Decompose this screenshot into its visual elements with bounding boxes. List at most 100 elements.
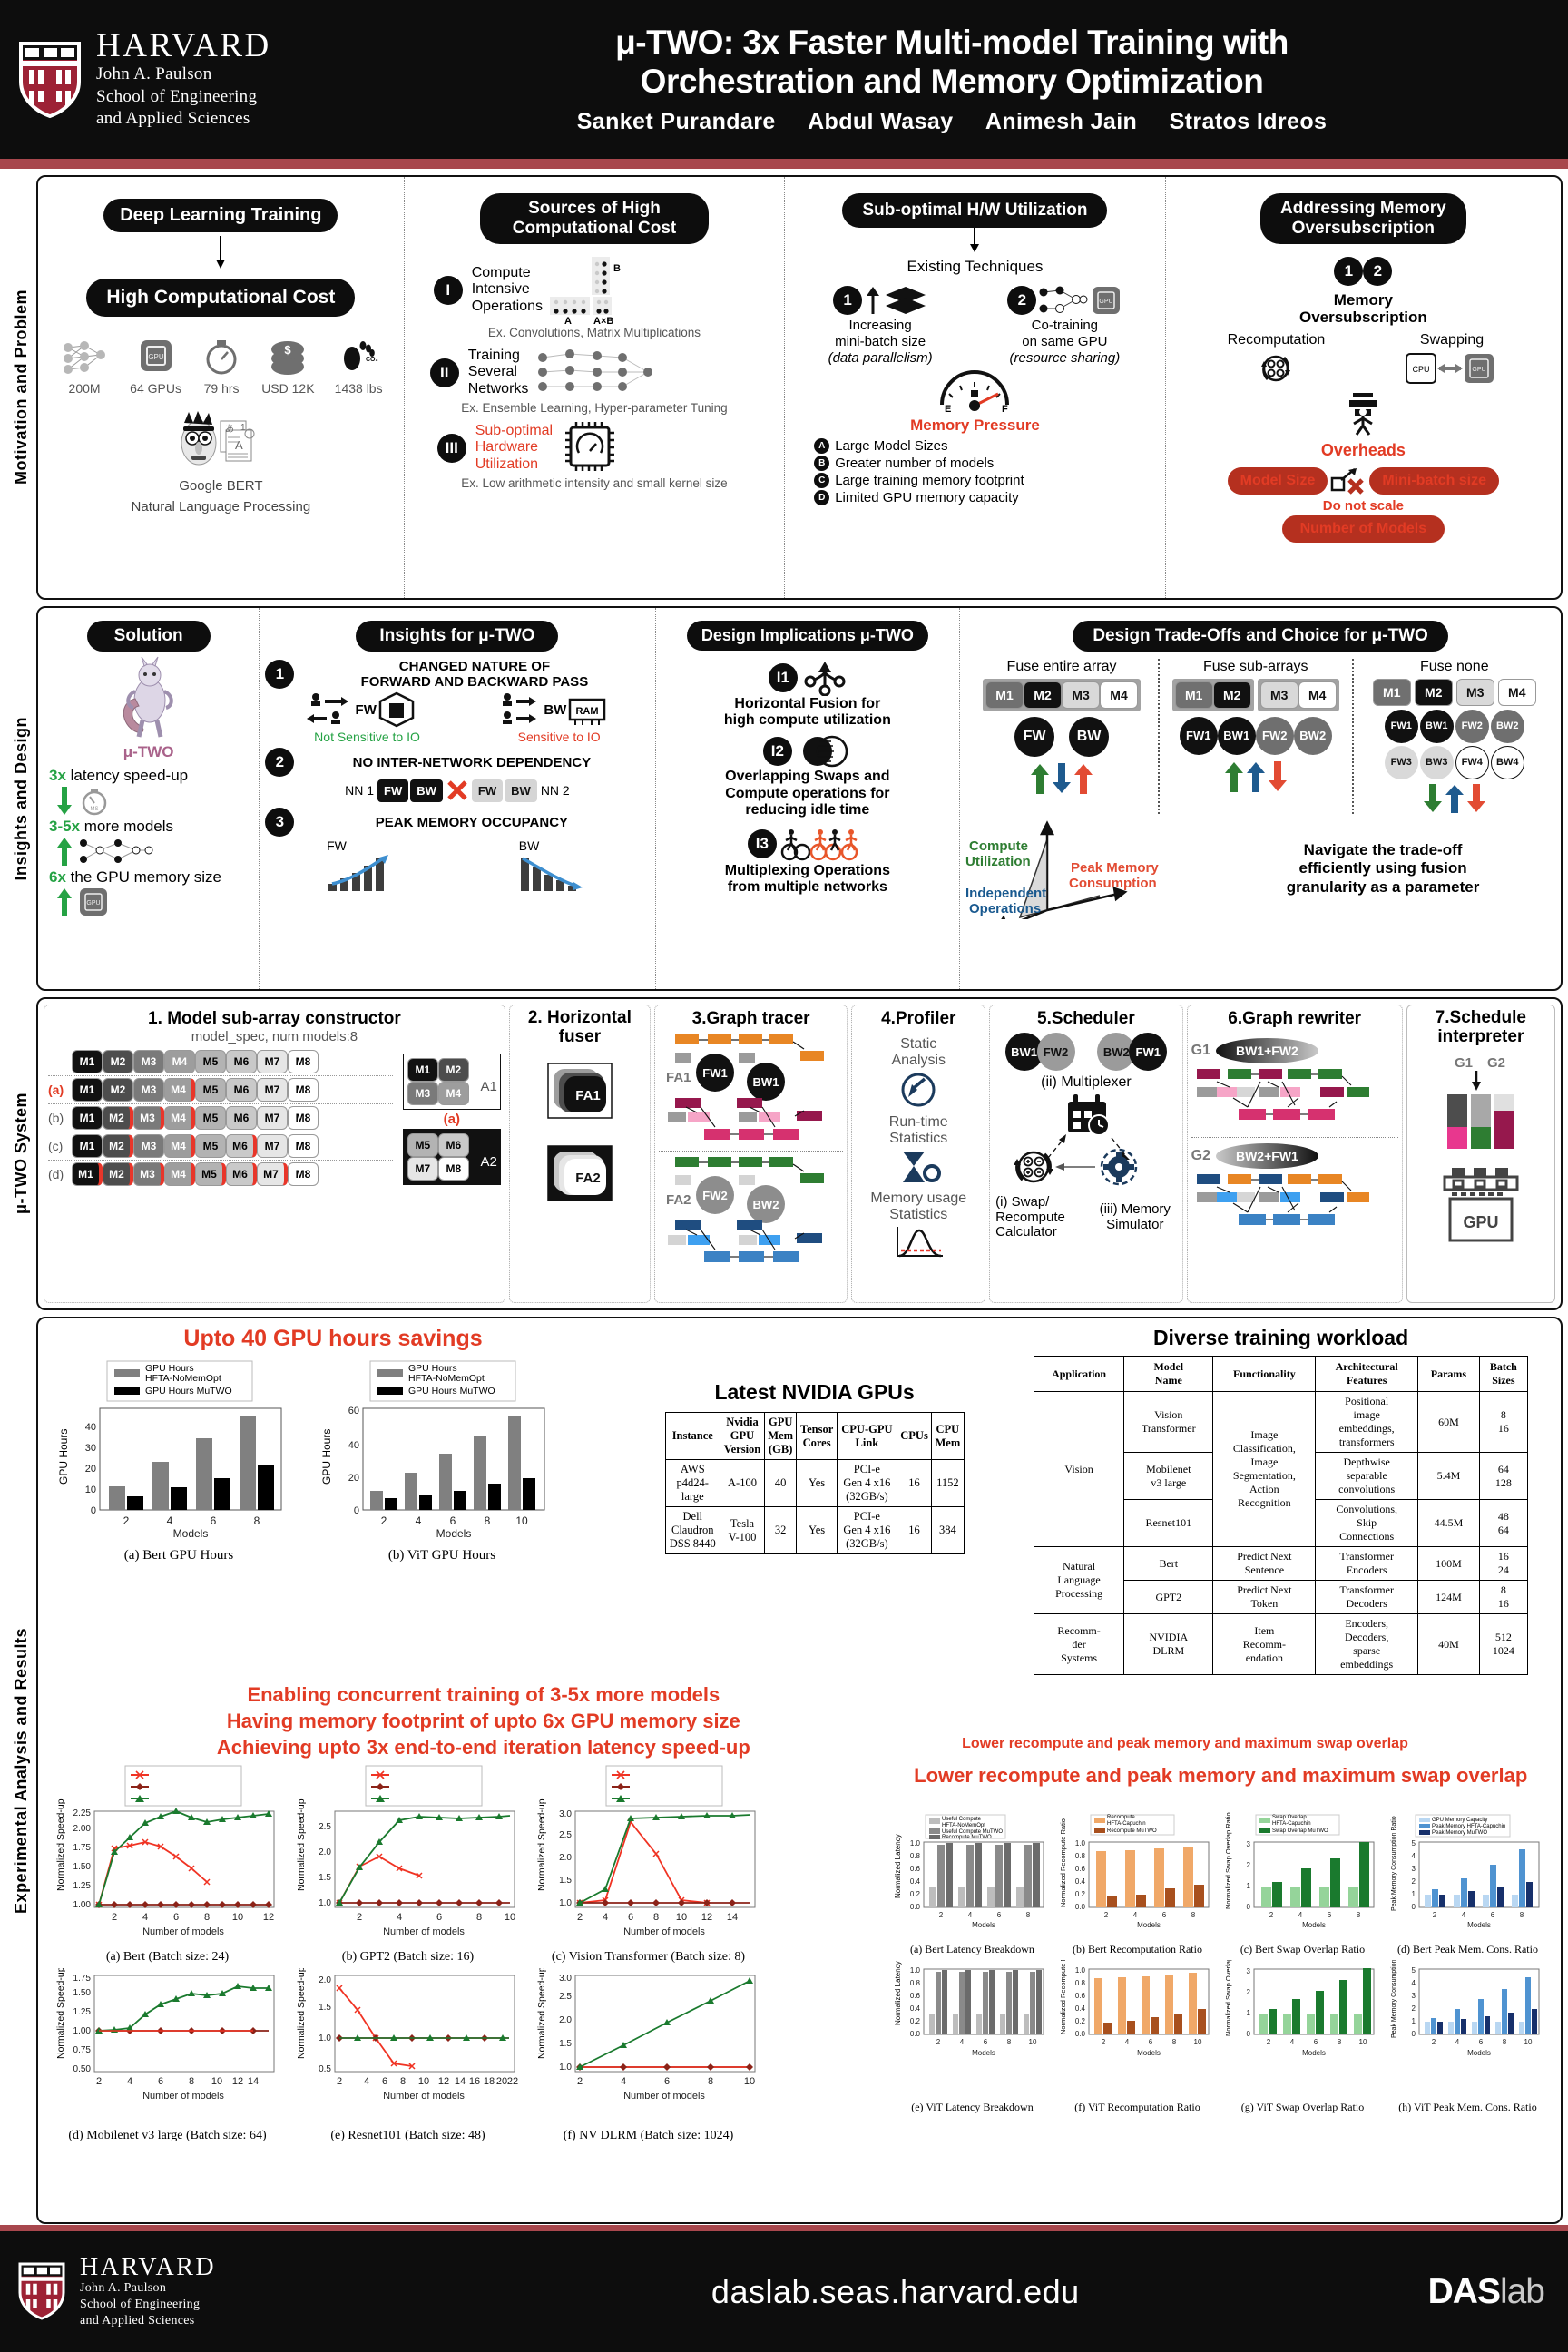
chart-caption: (e) ViT Latency Breakdown	[911, 2101, 1034, 2113]
footer-university-name: HARVARD	[80, 2252, 217, 2281]
author: Stratos Idreos	[1169, 109, 1328, 135]
svg-text:8: 8	[204, 1912, 210, 1923]
row-tag: (b)	[48, 1111, 64, 1125]
svg-text:4: 4	[1133, 1911, 1138, 1919]
group-label-g1: G1	[1191, 1043, 1210, 1058]
svg-text:Models: Models	[1303, 2049, 1327, 2057]
chart-gpt2-speedup: HFTA+Capuchin HFTA+NoMemOpt MuTWO 1.01.5…	[288, 1764, 528, 1965]
svg-text:6: 6	[1491, 1911, 1495, 1919]
svg-text:HFTA-NoMemOpt: HFTA-NoMemOpt	[408, 1373, 485, 1384]
svg-text:4: 4	[127, 2076, 132, 2087]
carbon-footprint-icon: CO₂	[344, 341, 378, 371]
cell-gpu-version: A-100	[719, 1459, 766, 1507]
svg-text:8: 8	[1338, 2038, 1342, 2046]
school-line-2: School of Engineering	[96, 86, 258, 106]
cause-text-b: Greater number of models	[835, 455, 995, 471]
section-label-motivation: Motivation and Problem	[11, 289, 30, 485]
model-chip: M1	[72, 1162, 103, 1186]
source-number-1: I	[433, 275, 463, 305]
metric-charts-block: Lower recompute and peak memory and maxi…	[889, 1764, 1552, 2114]
svg-text:10: 10	[1029, 2038, 1037, 2046]
author: Sanket Purandare	[576, 109, 776, 135]
svg-text:8: 8	[400, 2076, 406, 2087]
scheduler-pair-1: BW1 FW2	[1004, 1033, 1075, 1071]
cause-text-d: Limited GPU memory capacity	[835, 489, 1019, 505]
badge-2: 2	[1363, 256, 1393, 286]
chart-caption: (f) ViT Recomputation Ratio	[1074, 2101, 1200, 2113]
scheduler-sub-multiplexer: (ii) Multiplexer	[1041, 1074, 1132, 1090]
chart-caption: (a) Bert (Batch size: 24)	[105, 1950, 230, 1964]
op-node: FW2	[1455, 709, 1489, 743]
down-arrow-red-icon	[1268, 760, 1287, 791]
svg-text:Number of models: Number of models	[383, 2091, 465, 2102]
model-chip: M3	[1455, 678, 1494, 706]
daslab-das: DAS	[1427, 2271, 1501, 2311]
poster-title-line-1: μ-TWO: 3x Faster Multi-model Training wi…	[615, 23, 1289, 61]
svg-text:4: 4	[603, 1912, 608, 1923]
technique-number: 2	[1007, 285, 1037, 315]
chart-caption: (b) Bert Recomputation Ratio	[1072, 1943, 1202, 1955]
svg-text:Normalized Recompute Ratio: Normalized Recompute Ratio	[1059, 1960, 1067, 2034]
svg-text:GPU: GPU	[148, 353, 164, 361]
nn2-bw-block: BW	[505, 779, 537, 802]
model-chip: M4	[164, 1162, 195, 1186]
svg-text:Swap Overlap: Swap Overlap	[1272, 1815, 1307, 1820]
cell-params: 124M	[1417, 1580, 1480, 1614]
fuel-gauge-icon: E F	[940, 369, 1010, 415]
svg-text:10: 10	[211, 2076, 222, 2087]
model-chip: M5	[407, 1132, 438, 1157]
svg-text:GPU Hours MuTWO: GPU Hours MuTWO	[145, 1386, 232, 1396]
col-cpus: CPUs	[896, 1412, 933, 1460]
footer-url[interactable]: daslab.seas.harvard.edu	[710, 2272, 1080, 2310]
svg-text:0.6: 0.6	[1075, 1992, 1086, 2000]
op-node: FW	[1014, 716, 1055, 757]
svg-text:8: 8	[1026, 1911, 1031, 1919]
svg-text:14: 14	[455, 2076, 466, 2087]
svg-text:6: 6	[1479, 2038, 1484, 2046]
svg-text:2.0: 2.0	[318, 1847, 331, 1857]
svg-text:Models: Models	[1138, 1921, 1161, 1929]
fa2-label: FA2	[666, 1192, 691, 1208]
scheduler-cycle-diagram	[1013, 1094, 1138, 1186]
svg-text:Normalized Speed-up: Normalized Speed-up	[536, 1798, 547, 1891]
svg-text:0.50: 0.50	[74, 2064, 92, 2074]
svg-text:Models: Models	[1138, 2049, 1161, 2057]
svg-text:4: 4	[1125, 2038, 1130, 2046]
lower-metrics-headline: Lower recompute and peak memory and maxi…	[914, 1764, 1528, 1787]
cell-tensor: Yes	[796, 1459, 838, 1507]
svg-text:Models: Models	[173, 1527, 209, 1540]
bert-label: Google BERT	[179, 478, 263, 495]
svg-text:4: 4	[621, 2076, 626, 2087]
svg-text:BW1: BW1	[752, 1075, 779, 1089]
graph-tracer-fa1-diagram: FW1 BW1 FA1	[666, 1034, 824, 1140]
person-overhead-icon	[1349, 392, 1377, 436]
model-chip: M8	[288, 1134, 318, 1158]
svg-text:1: 1	[1247, 2009, 1251, 2017]
svg-text:0.6: 0.6	[910, 1992, 921, 2000]
svg-text:0: 0	[1247, 1903, 1251, 1911]
gpu-chip-icon: GPU	[80, 887, 107, 916]
model-chip: M7	[257, 1106, 288, 1130]
svg-text:0.8: 0.8	[1075, 1852, 1086, 1860]
source-example-3: Ex. Low arithmetic intensity and small k…	[461, 475, 728, 490]
chart-caption: (a) Bert GPU Hours	[123, 1548, 234, 1563]
svg-text:14: 14	[727, 1912, 738, 1923]
svg-text:2.5: 2.5	[559, 1830, 572, 1840]
no-dependency-x-icon	[447, 780, 467, 801]
stopwatch-icon: MS	[82, 788, 107, 816]
up-arrow-green-icon	[57, 887, 72, 916]
svg-text:8: 8	[1503, 2038, 1507, 2046]
